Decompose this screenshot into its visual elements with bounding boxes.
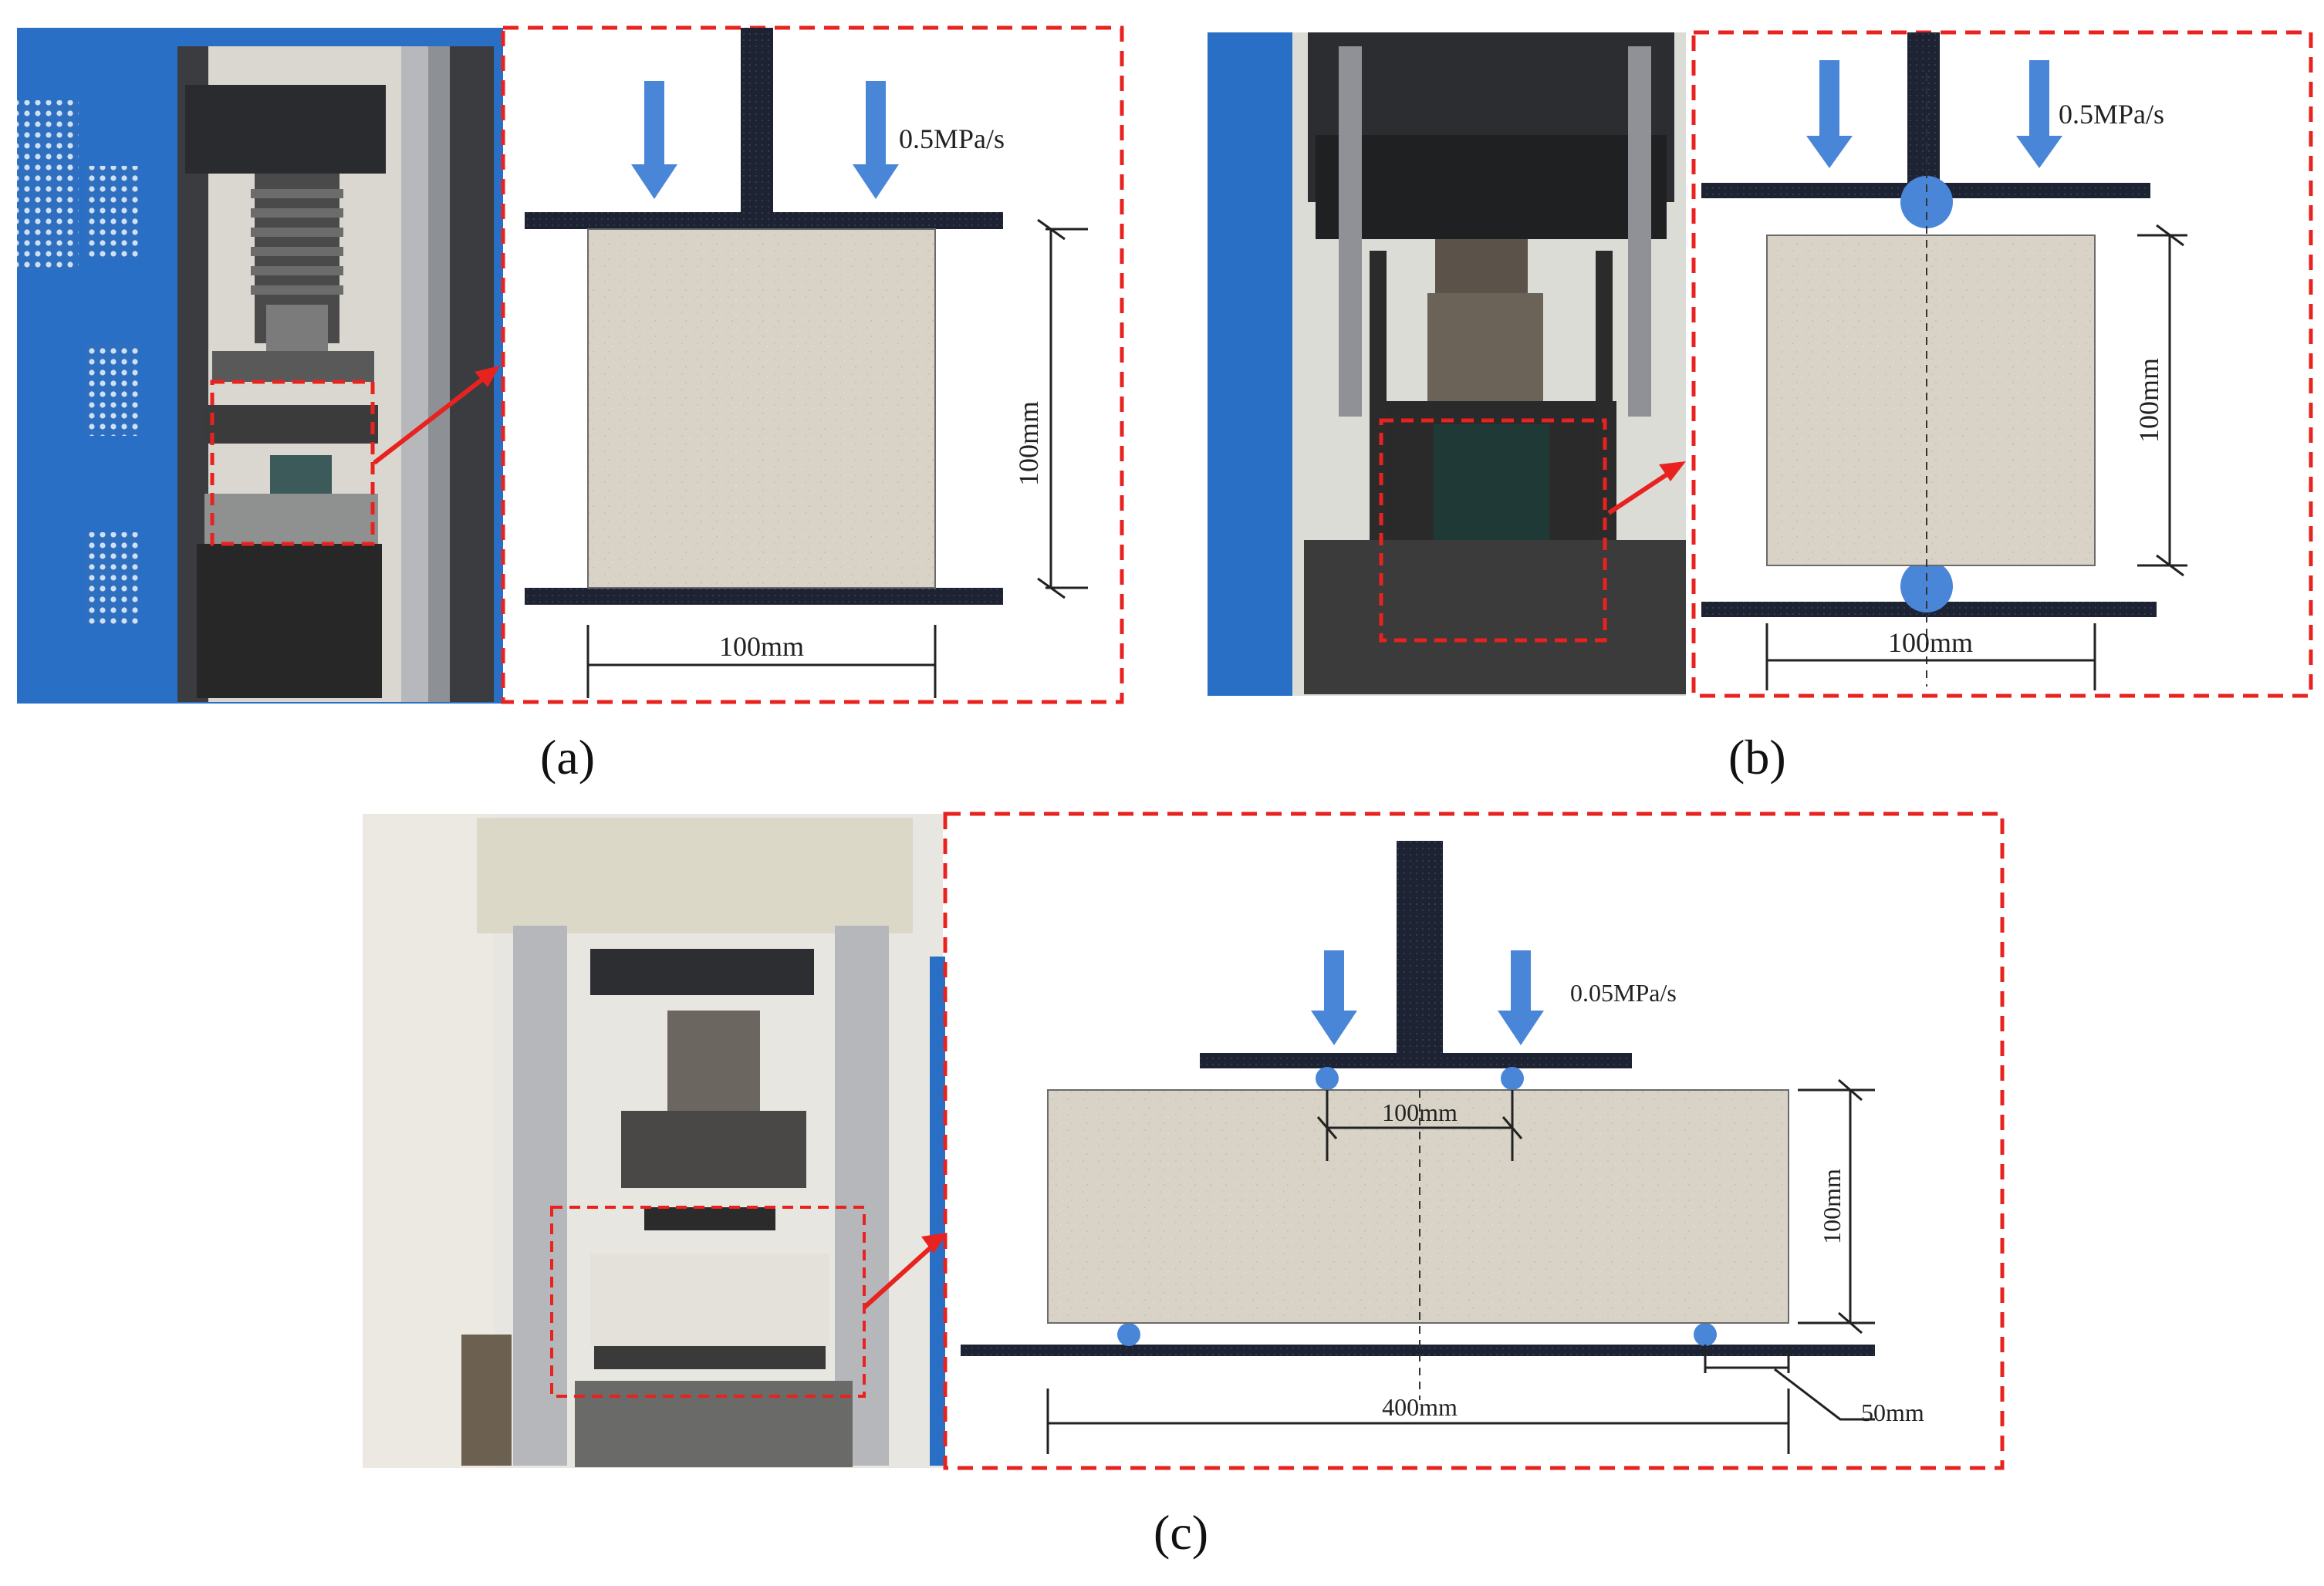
diagram-b-frame — [1691, 30, 2313, 698]
top-plate-a — [525, 212, 1003, 229]
top-plate-c — [1200, 1053, 1632, 1068]
load-span-dimension-c — [1316, 1090, 1523, 1161]
load-rate-label-b: 0.5MPa/s — [2059, 99, 2164, 130]
load-arrow-b-left — [1806, 60, 1853, 168]
leader-arrow-c — [862, 1233, 948, 1310]
width-dimension-b — [1765, 623, 2096, 690]
load-rod-c — [1397, 841, 1443, 1068]
load-arrow-b-right — [2016, 60, 2062, 168]
load-roller-c-right — [1501, 1067, 1524, 1090]
load-rod-b — [1907, 32, 1940, 187]
specimen-cube-b — [1766, 235, 2096, 566]
load-rate-label-c: 0.05MPa/s — [1570, 979, 1677, 1007]
bottom-plate-c — [961, 1345, 1875, 1356]
width-label-b: 100mm — [1888, 627, 1973, 658]
photo-b-highlight-box — [1379, 418, 1607, 643]
panel-label-c: (c) — [1154, 1505, 1209, 1560]
bottom-bearing-b — [1900, 560, 1953, 612]
height-label-a: 100mm — [1013, 401, 1044, 486]
photo-a — [17, 28, 503, 704]
height-label-b: 100mm — [2133, 358, 2164, 443]
load-arrow-c-right — [1498, 950, 1544, 1045]
width-label-a: 100mm — [719, 631, 804, 662]
leader-arrow-a — [373, 366, 500, 465]
overhang-label-c: 50mm — [1861, 1399, 1924, 1426]
support-span-dimension-c — [1046, 1389, 1790, 1454]
support-roller-c-left — [1117, 1323, 1140, 1346]
support-roller-c-right — [1694, 1323, 1717, 1346]
load-arrow-a-left — [631, 81, 677, 199]
support-span-label-c: 400mm — [1382, 1393, 1458, 1421]
bottom-plate-a — [525, 588, 1003, 605]
overhang-dimension-c — [1704, 1345, 1875, 1421]
load-arrow-c-left — [1311, 950, 1357, 1045]
load-span-label-c: 100mm — [1382, 1098, 1458, 1126]
diagram-c-frame — [943, 812, 2005, 1470]
panel-label-b: (b) — [1728, 730, 1786, 785]
photo-c-highlight-box — [550, 1206, 866, 1398]
diagram-a-frame — [501, 25, 1124, 704]
height-dimension-a — [1037, 218, 1088, 599]
specimen-cube-a — [587, 228, 936, 589]
panel-label-a: (a) — [540, 730, 596, 785]
photo-c — [363, 814, 945, 1468]
load-rate-label-a: 0.5MPa/s — [899, 123, 1005, 154]
load-rod-a — [741, 28, 773, 213]
height-dimension-c — [1798, 1078, 1875, 1335]
leader-arrow-b — [1607, 461, 1686, 515]
load-roller-c-left — [1316, 1067, 1339, 1090]
height-label-c: 100mm — [1818, 1169, 1846, 1244]
load-arrow-a-right — [853, 81, 899, 199]
width-dimension-a — [586, 625, 937, 698]
height-dimension-b — [2137, 224, 2187, 577]
photo-b — [1208, 32, 1686, 696]
photo-a-highlight-box — [210, 380, 375, 546]
